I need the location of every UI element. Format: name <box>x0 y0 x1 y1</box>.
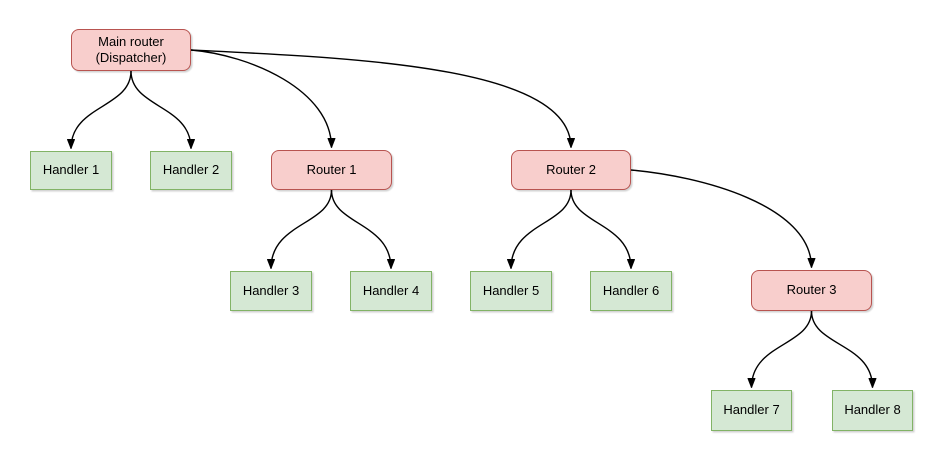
edge-router-2-to-handler-6 <box>570 189 635 269</box>
node-main-router: Main router (Dispatcher) <box>71 29 191 71</box>
node-handler-2: Handler 2 <box>150 151 232 190</box>
edge-main-router-to-handler-1 <box>67 70 132 149</box>
node-handler-6: Handler 6 <box>590 271 672 311</box>
edge-router-3-to-handler-8 <box>810 310 877 388</box>
node-handler-1: Handler 1 <box>30 151 112 190</box>
node-handler-8: Handler 8 <box>832 390 913 431</box>
node-handler-4: Handler 4 <box>350 271 432 311</box>
edge-main-router-to-router-2 <box>190 49 575 148</box>
edge-router-2-to-handler-5 <box>507 189 572 269</box>
edge-router-2-to-router-3 <box>630 169 816 268</box>
node-handler-7: Handler 7 <box>711 390 792 431</box>
node-handler-3: Handler 3 <box>230 271 312 311</box>
node-router-3: Router 3 <box>751 270 872 311</box>
edge-router-3-to-handler-7 <box>747 310 813 388</box>
edge-router-1-to-handler-3 <box>267 189 333 269</box>
node-handler-5: Handler 5 <box>470 271 552 311</box>
node-router-1: Router 1 <box>271 150 392 190</box>
edge-main-router-to-router-1 <box>190 49 336 148</box>
edge-router-1-to-handler-4 <box>330 189 395 269</box>
edge-main-router-to-handler-2 <box>130 70 195 149</box>
node-router-2: Router 2 <box>511 150 631 190</box>
